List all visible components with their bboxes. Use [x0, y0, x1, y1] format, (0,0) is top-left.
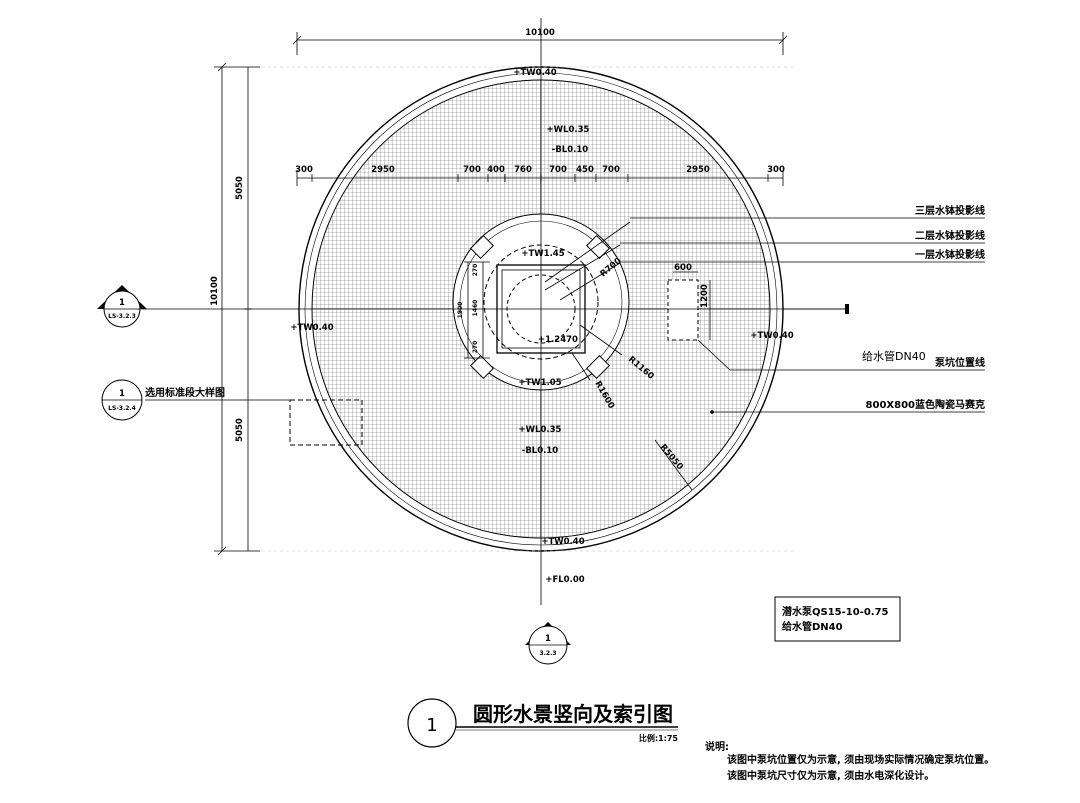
dim-inner-1900: 1900	[457, 302, 464, 319]
elev-bottom-edge: +TW0.40	[541, 537, 584, 547]
dim-300-right: 300	[767, 165, 785, 175]
section-bottom-num: 1	[545, 634, 551, 644]
callout-tier2: 二层水钵投影线	[915, 229, 985, 242]
section-bottom-sheet: 3.2.3	[539, 650, 556, 657]
axis-lines	[120, 18, 845, 605]
elev-basin: +1.2470	[538, 335, 578, 345]
title-number: 1	[426, 715, 437, 736]
section-end-mark	[845, 304, 849, 314]
title-block	[407, 698, 678, 748]
section-left-num: 1	[119, 298, 125, 308]
elev-top-edge: +TW0.40	[513, 68, 556, 78]
lamp-se	[585, 354, 611, 380]
page-title: 圆形水景竖向及索引图	[473, 702, 673, 726]
dim-pit-height: 1200	[700, 284, 710, 308]
title-scale: 比例:1:75	[639, 733, 679, 743]
dim-half-lower: 5050	[235, 418, 245, 442]
elev-bl-upper: -BL0.10	[552, 145, 588, 155]
dim-400-a: 400	[487, 165, 505, 175]
callout-pipe: 给水管DN40	[862, 349, 926, 363]
extension-lines	[250, 66, 795, 552]
mosaic-leader-dot	[710, 410, 714, 414]
callout-tier1: 一层水钵投影线	[915, 248, 985, 261]
lamp-nw	[469, 234, 495, 260]
dim-overall-height: 10100	[210, 276, 220, 306]
dimension-lines	[214, 32, 788, 556]
dim-450: 450	[576, 165, 594, 175]
elev-tier1-bottom: +TW1.05	[518, 378, 561, 388]
callout-tier3: 三层水钵投影线	[915, 204, 985, 217]
dim-700-a: 700	[463, 165, 481, 175]
dim-2950-right: 2950	[686, 165, 710, 175]
elev-wl-upper: +WL0.35	[547, 125, 590, 135]
elev-left-edge: +TW0.40	[290, 323, 333, 333]
dim-2950-left: 2950	[371, 165, 395, 175]
dim-inner-1460: 1460	[472, 300, 479, 317]
callout-detail-ref: 选用标准段大样图	[145, 386, 225, 399]
elev-wl-lower: +WL0.35	[519, 425, 562, 435]
section-marker-bottom	[525, 622, 571, 665]
elev-ground: +FL0.00	[545, 575, 584, 585]
dim-half-upper: 5050	[235, 176, 245, 200]
elev-tier3-top: +TW1.45	[521, 249, 564, 259]
lamp-sw	[469, 354, 495, 380]
callout-mosaic: 800X800蓝色陶瓷马赛克	[866, 398, 985, 411]
pump-pit	[667, 279, 699, 341]
elev-bl-lower: -BL0.10	[522, 446, 558, 456]
dim-overall-width: 10100	[525, 28, 555, 38]
dim-inner-270-bottom: 270	[472, 341, 479, 354]
dim-700-c: 700	[602, 165, 620, 175]
equipment-line2: 给水管DN40	[782, 620, 843, 633]
equipment-box	[774, 596, 901, 642]
elev-right-edge: +TW0.40	[750, 331, 793, 341]
dim-inner-270-top: 270	[472, 264, 479, 277]
dim-300-left: 300	[295, 165, 313, 175]
callout-pit: 泵坑位置线	[935, 356, 985, 369]
notes-line1: 该图中泵坑位置仅为示意, 须由现场实际情况确定泵坑位置。	[727, 753, 994, 766]
detail-marker-left	[101, 379, 143, 421]
dim-700-b: 700	[549, 165, 567, 175]
notes-line2: 该图中泵坑尺寸仅为示意, 须由水电深化设计。	[727, 769, 934, 782]
section-marker-left	[97, 285, 147, 328]
section-left-sheet: LS-3.2.3	[108, 313, 136, 320]
lamp-ne	[585, 234, 611, 260]
dim-760: 760	[514, 165, 532, 175]
detail-left-num: 1	[119, 389, 125, 399]
dim-pit-width: 600	[674, 263, 692, 273]
leader-lines	[620, 217, 985, 413]
detail-left-sheet: LS-3.2.4	[108, 405, 136, 412]
detail-ref-box	[289, 399, 363, 446]
equipment-line1: 潜水泵QS15-10-0.75	[782, 605, 889, 618]
notes-heading: 说明:	[705, 740, 729, 753]
